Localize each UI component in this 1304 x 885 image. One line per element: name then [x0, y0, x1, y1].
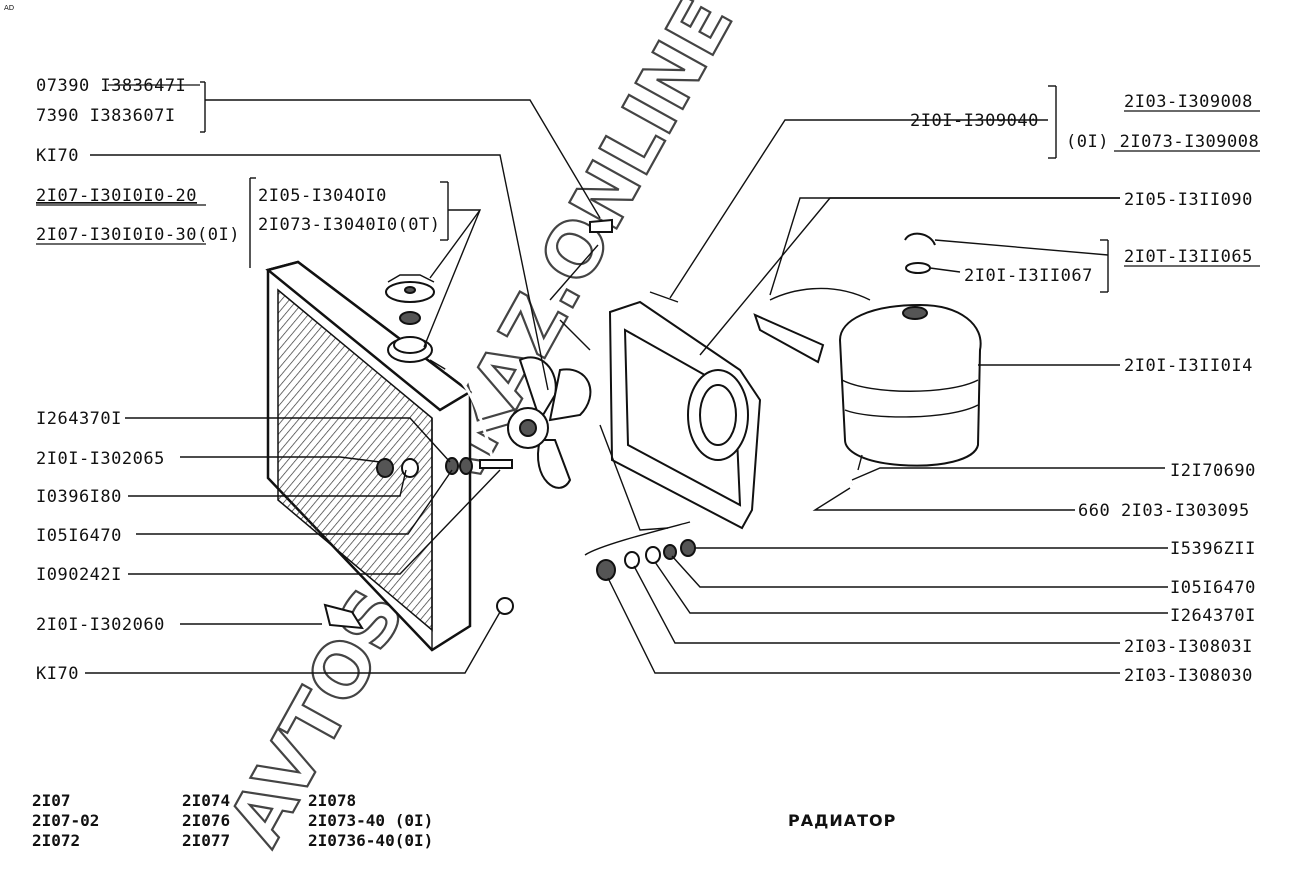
label-660-2103-303095: 660 2I03-I303095	[1078, 501, 1250, 521]
label-21073-304010: 2I073-I3040I0(0T)	[258, 215, 441, 235]
model-col3-row2: 2I073-40 (0I)	[308, 811, 433, 830]
label-2107-311065: 2I0T-I3II065	[1124, 247, 1253, 267]
radiator-cap-drawing	[385, 274, 435, 325]
model-col3-row3: 2I0736-40(0I)	[308, 831, 433, 850]
model-col1-row1: 2I07	[32, 791, 71, 810]
model-col1-row2: 2I07-02	[32, 811, 99, 830]
model-col1-row3: 2I072	[32, 831, 80, 850]
label-1039618: I0396I80	[36, 487, 122, 507]
label-1051647-right: I05I6470	[1170, 578, 1256, 598]
leader-lines	[85, 81, 1168, 674]
label-1539621: I5396ZII	[1170, 539, 1256, 559]
label-1090242: I090242I	[36, 565, 122, 585]
label-2103-308031: 2I03-I30803I	[1124, 637, 1253, 657]
label-1217069: I2I70690	[1170, 461, 1256, 481]
model-col2-row1: 2I074	[182, 791, 230, 810]
mount-parts-left	[323, 218, 936, 630]
label-1051647-left: I05I6470	[36, 526, 122, 546]
label-2101-302065: 2I0I-I302065	[36, 449, 165, 469]
label-7390: 7390 I383607I	[36, 106, 176, 126]
label-1264370: I264370I	[36, 409, 122, 429]
label-2107-20: 2I07-I30I0I0-20	[36, 186, 197, 206]
label-2105-311090: 2I05-I3II090	[1124, 190, 1253, 210]
label-2101-302060: 2I0I-I302060	[36, 615, 165, 635]
label-2101-311014: 2I0I-I3II0I4	[1124, 356, 1253, 376]
model-col2-row2: 2I076	[182, 811, 230, 830]
labels-right: 2I03-I309008 2I0I-I309040 (0I) 2I073-I30…	[910, 92, 1260, 686]
mount-parts-right	[584, 521, 696, 581]
diagram-title: РАДИАТОР	[788, 811, 896, 830]
label-2101-309040: 2I0I-I309040	[910, 111, 1039, 131]
label-1264370-right: I264370I	[1170, 606, 1256, 626]
expansion-tank-drawing	[753, 287, 982, 471]
label-2103-309008: 2I03-I309008	[1124, 92, 1253, 112]
model-list: 2I07 2I07-02 2I072 2I074 2I076 2I077 2I0…	[32, 791, 433, 850]
label-2107-30: 2I07-I30I0I0-30(0I)	[36, 225, 240, 245]
labels-left: 07390 I383647I 7390 I383607I KI70 2I07-I…	[36, 76, 441, 684]
label-2101-311067: 2I0I-I3II067	[964, 266, 1093, 286]
label-ki70-bottom: KI70	[36, 664, 79, 684]
model-col3-row1: 2I078	[308, 791, 356, 810]
fan-shroud-drawing	[608, 300, 762, 530]
model-col2-row3: 2I077	[182, 831, 230, 850]
label-2103-308030: 2I03-I308030	[1124, 666, 1253, 686]
label-07390: 07390 I383647I	[36, 76, 186, 96]
label-21073-309008: (0I) 2I073-I309008	[1066, 132, 1259, 152]
label-ki70-top: KI70	[36, 146, 79, 166]
fan-drawing	[507, 356, 592, 489]
corner-mark: AD	[4, 4, 14, 12]
label-2105-304010: 2I05-I304OI0	[258, 186, 387, 206]
